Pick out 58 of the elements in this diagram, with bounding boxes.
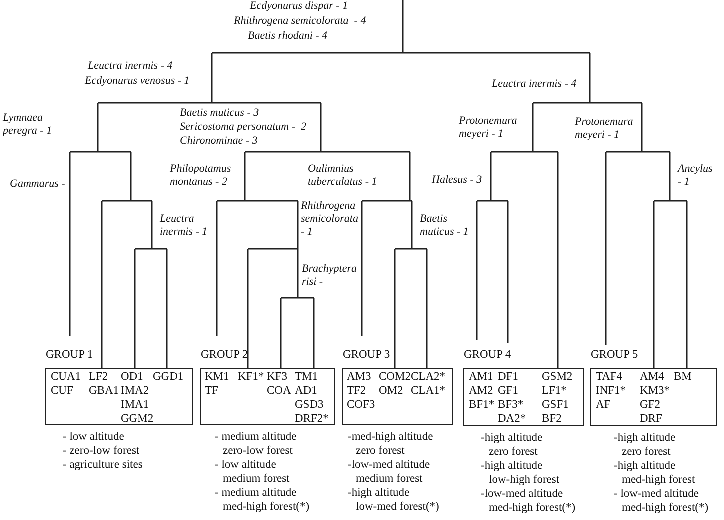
species-label: Rhithrogena semicolorata - 1 [301,200,360,239]
group-heading: GROUP 2 [201,349,248,361]
species-label: Chironominae - 3 [180,135,258,148]
site-codes: KF1* [238,370,264,384]
site-codes: LF2 GBA1 [89,370,120,398]
species-label: Baetis rhodani - 4 [248,30,328,43]
site-codes: TAF4 INF1* AF [596,370,626,412]
species-label: Protonemura meyeri - 1 [459,115,518,141]
species-label: Ecdyonurus venosus - 1 [85,75,190,88]
site-codes: CLA2* CLA1* [411,370,446,398]
group-description: -low-med altitude medium forest [348,458,430,486]
group-description: -med-high altitude zero forest [348,430,434,458]
species-label: Gammarus - [10,178,66,191]
group-heading: GROUP 1 [46,349,94,361]
group-description: - low altitude [63,430,124,444]
species-label: Brachyptera risi - [302,263,358,289]
species-label: Baetis muticus - 3 [180,107,260,120]
group-description: - medium altitude med-high forest(*) [215,486,310,514]
site-codes: CUA1 CUF [51,370,82,398]
group-heading: GROUP 5 [591,349,638,361]
species-label: Halesus - 3 [432,174,482,187]
site-codes: AM4 KM3* GF2 DRF [640,370,670,426]
group-description: -high altitude med-high forest [614,459,696,487]
species-label: Leuctra inermis - 4 [88,60,173,73]
site-codes: KM1 TF [205,370,230,398]
group-description: - medium altitude zero-low forest [215,430,297,458]
site-codes: OD1 IMA2 IMA1 GGM2 [121,370,154,426]
species-label: Ecdyonurus dispar - 1 [250,0,348,13]
species-label: Protonemura meyeri - 1 [575,116,634,142]
group-description: -low-med altitude med-high forest(*) [481,487,576,515]
species-label: Baetis muticus - 1 [420,213,470,239]
species-label: Sericostoma personatum - 2 [180,121,306,134]
group-description: -high altitude low-med forest(*) [348,486,440,514]
species-label: Philopotamus montanus - 2 [170,163,232,189]
group-heading: GROUP 4 [464,349,512,361]
site-codes: COM2 OM2 [379,370,411,398]
site-codes: GGD1 [153,370,184,384]
group-description: - agriculture sites [63,458,143,472]
group-description: -high altitude zero forest [481,431,543,459]
site-codes: AM1 AM2 BF1* [469,370,495,412]
species-label: Rhithrogena semicolorata - 4 [234,15,366,28]
group-description: - low-med altitude med-high forest(*) [614,487,709,515]
site-codes: BM [674,370,692,384]
group-description: - zero-low forest [63,444,140,458]
site-codes: AM3 TF2 COF3 [347,370,376,412]
site-codes: DF1 GF1 BF3* DA2* [498,370,526,426]
species-label: Ancylus - 1 [678,163,714,189]
group-description: - low altitude medium forest [215,458,290,486]
species-label: Lymnaea peregra - 1 [3,112,54,138]
species-label: Leuctra inermis - 4 [492,78,577,91]
species-label: Oulimnius tuberculatus - 1 [308,163,378,189]
group-description: -high altitude zero forest [614,431,676,459]
site-codes: GSM2 LF1* GSF1 BF2 [542,370,573,426]
group-description: -high altitude low-high forest [481,459,560,487]
species-label: Leuctra inermis - 1 [160,213,209,239]
site-codes: TM1 AD1 GSD3 DRF2* [295,370,329,426]
group-heading: GROUP 3 [343,349,390,361]
site-codes: KF3 COA [267,370,292,398]
